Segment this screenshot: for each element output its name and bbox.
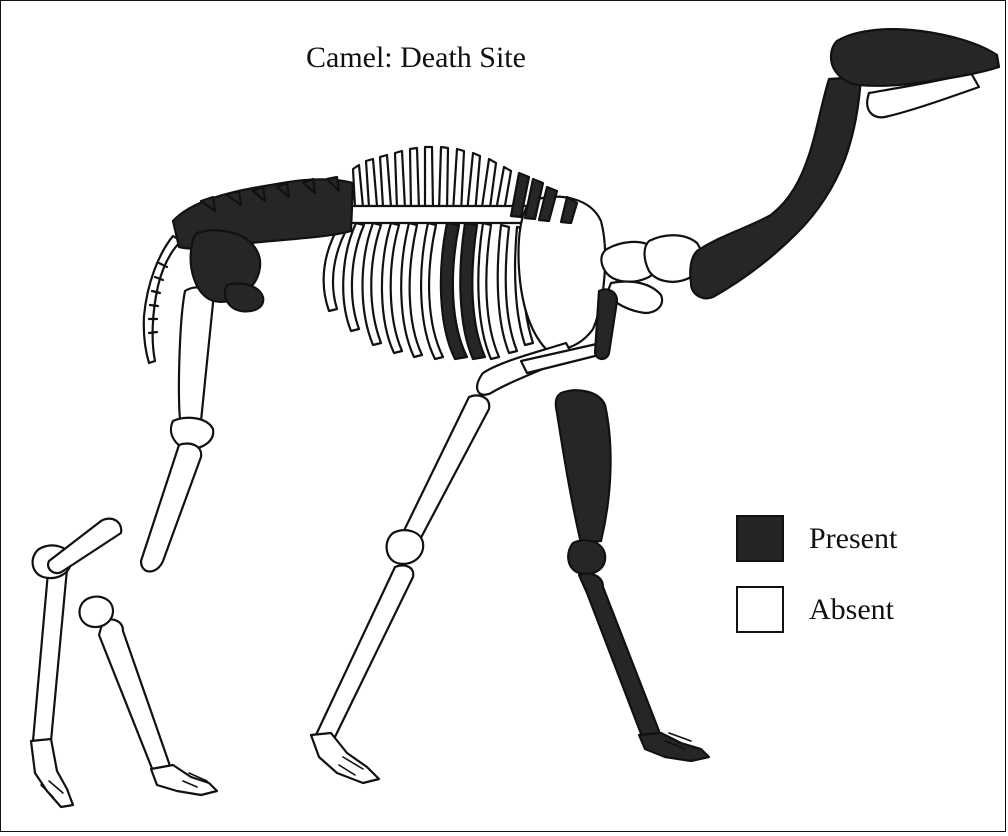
rib xyxy=(363,223,382,345)
rib xyxy=(343,223,364,331)
thoracic-spine xyxy=(395,151,405,208)
hind-metatarsal xyxy=(33,559,67,751)
thoracic-spine xyxy=(380,155,391,207)
tail-bone xyxy=(144,236,181,363)
cervical-vertebrae-present xyxy=(690,77,861,298)
femur xyxy=(179,287,213,430)
thoracic-spine xyxy=(439,147,448,211)
rib xyxy=(498,225,517,353)
hind-metatarsal-2 xyxy=(99,619,170,776)
carpal xyxy=(387,530,424,564)
absent-bones xyxy=(31,73,979,807)
carpal-right-present xyxy=(568,540,605,574)
legend-item-present: Present xyxy=(736,515,897,562)
thoracic-spine xyxy=(467,153,480,214)
legend-item-absent: Absent xyxy=(736,586,894,633)
legend-label-present: Present xyxy=(809,522,897,556)
legend-swatch-present xyxy=(736,515,784,562)
present-bones xyxy=(173,29,999,761)
ischium xyxy=(225,284,263,312)
thoracic-spine xyxy=(425,147,433,210)
rib xyxy=(382,223,402,353)
legend-swatch-absent xyxy=(736,586,784,633)
hind-hock-2 xyxy=(80,597,114,627)
thoracic-spine xyxy=(410,148,419,209)
rib xyxy=(421,223,443,359)
phalanges-right-present xyxy=(639,733,709,761)
radius-right-present xyxy=(556,390,611,543)
thoracic-spine xyxy=(353,165,363,207)
hind-phalanges-2 xyxy=(151,765,217,795)
metacarpal-right-present xyxy=(579,574,660,745)
scapula-right-present xyxy=(595,289,617,359)
tibia xyxy=(141,444,201,572)
thoracic-spine xyxy=(453,149,464,213)
thoracic-spine xyxy=(366,159,377,207)
legend-label-absent: Absent xyxy=(809,593,894,627)
rib xyxy=(401,223,422,357)
metacarpal xyxy=(315,565,413,748)
rib xyxy=(478,223,499,359)
